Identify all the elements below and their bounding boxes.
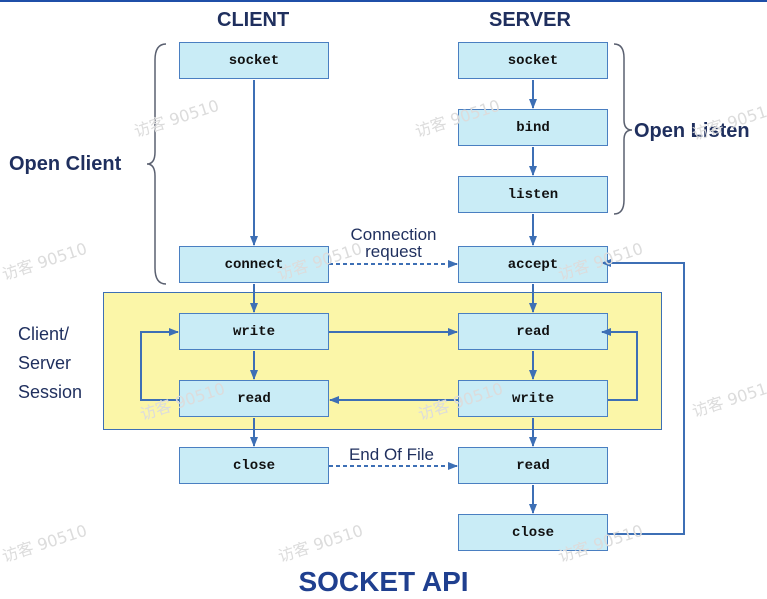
session-label-line-1: Client/ xyxy=(18,324,70,344)
server-listen-box: listen xyxy=(458,176,608,213)
client-title: CLIENT xyxy=(217,9,290,31)
connection-label-line-1: Connection xyxy=(350,225,437,244)
arrow-server-close-accept xyxy=(601,259,685,535)
session-label-line-3: Session xyxy=(18,382,83,402)
open-listen-label: Open Listen xyxy=(634,120,750,142)
server-bind-box: bind xyxy=(458,109,608,146)
arrow-server-loop xyxy=(601,328,638,401)
end-of-file-label: End Of File xyxy=(348,445,435,464)
client-connect-box: connect xyxy=(179,246,329,283)
server-read-box: read xyxy=(458,313,608,350)
open-client-brace xyxy=(146,43,167,285)
diagram-title: SOCKET API xyxy=(298,566,469,597)
client-read-box: read xyxy=(179,380,329,417)
client-socket-box: socket xyxy=(179,42,329,79)
open-listen-brace xyxy=(613,43,633,215)
server-socket-box: socket xyxy=(458,42,608,79)
client-close-box: close xyxy=(179,447,329,484)
arrow-client-loop xyxy=(140,328,179,401)
server-read-eof-box: read xyxy=(458,447,608,484)
client-write-box: write xyxy=(179,313,329,350)
server-title: SERVER xyxy=(489,9,571,31)
open-client-label: Open Client xyxy=(9,153,122,175)
connection-request-label: Connection request xyxy=(336,226,451,260)
server-close-box: close xyxy=(458,514,608,551)
connection-label-line-2: request xyxy=(365,242,422,261)
session-label: Client/ Server Session xyxy=(18,320,82,407)
top-border-line xyxy=(0,0,767,2)
server-accept-box: accept xyxy=(458,246,608,283)
session-label-line-2: Server xyxy=(18,353,72,373)
server-write-box: write xyxy=(458,380,608,417)
